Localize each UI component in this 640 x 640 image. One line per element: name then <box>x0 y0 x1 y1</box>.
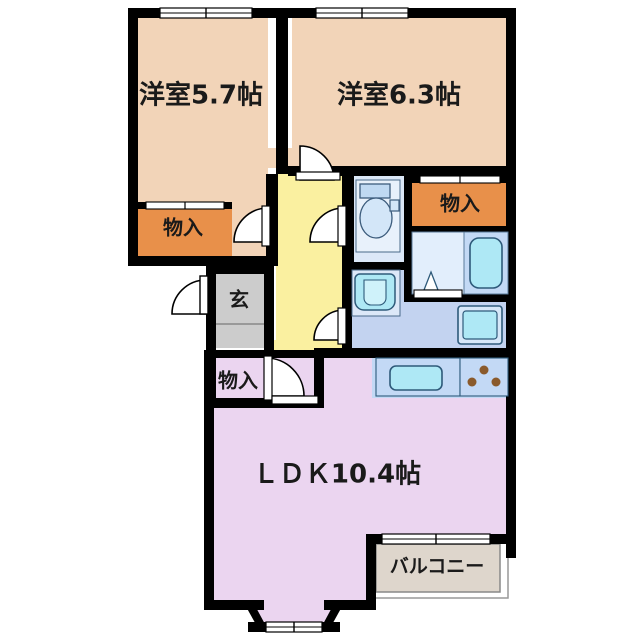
label-ldk: ＬＤＫ10.4帖 <box>253 460 421 490</box>
bathtub-fixture <box>411 231 509 299</box>
wall-ldk-top <box>206 350 322 358</box>
gas-stove-three-burner <box>459 357 509 397</box>
label-bedroom-left: 洋室5.7帖 <box>139 80 263 111</box>
wall-ldk-bottom-left <box>204 600 264 610</box>
bedroom-left-floor <box>136 16 268 208</box>
ldk-door[interactable] <box>271 395 319 405</box>
wall-corridor-left-stub <box>314 348 324 408</box>
wall-toilet-right <box>404 176 412 268</box>
wall-entrance-left <box>206 266 216 408</box>
bedroom-left-window-north <box>159 7 253 19</box>
wall-toilet-left <box>344 174 352 270</box>
toilet-door[interactable] <box>309 205 347 247</box>
wall-left-outer <box>128 8 138 266</box>
wall-right-bedroom-bottom <box>288 166 516 176</box>
wall-partition-bedrooms <box>276 8 288 174</box>
wall-right-outer <box>506 8 516 558</box>
bedroom-right-floor <box>292 16 508 168</box>
closet-right-fill <box>412 182 508 228</box>
fixtures <box>351 179 509 397</box>
label-closet-left: 物入 <box>163 216 203 240</box>
toilet-fixture <box>355 179 401 253</box>
bay-window-sash <box>265 621 323 633</box>
windows <box>145 7 501 633</box>
label-closet-right: 物入 <box>440 192 480 216</box>
entrance-door[interactable] <box>171 275 209 315</box>
wall-entrance-bottom <box>206 398 274 408</box>
bedroom-right-window-north <box>315 7 409 19</box>
label-entrance: 玄 <box>229 288 249 312</box>
washbasin-fixture <box>351 269 401 317</box>
wall-ldk-bottom-right <box>324 600 376 610</box>
wall-corridor-right-mid <box>342 266 352 356</box>
wall-closet-right-bottom <box>404 226 516 234</box>
label-closet-hall: 物入 <box>218 369 258 393</box>
label-bedroom-right: 洋室6.3帖 <box>337 80 461 111</box>
wall-washroom-bottom <box>342 348 516 358</box>
wall-bath-left <box>404 228 412 302</box>
kitchen-sink-fixture <box>375 357 461 397</box>
ldk-floor <box>212 356 508 608</box>
bay-window-sill-left <box>248 622 270 632</box>
closet-right-window <box>419 175 501 184</box>
washing-machine-pan <box>457 305 503 345</box>
label-balcony: バルコニー <box>390 556 485 578</box>
bedroom-right-door[interactable] <box>295 145 341 181</box>
room-labels: 洋室5.7帖 洋室6.3帖 ＬＤＫ10.4帖 物入 物入 物入 玄 バルコニー <box>139 80 484 578</box>
closet-left-fill <box>136 208 232 258</box>
wall-ldk-left <box>204 350 214 610</box>
wall-left-bedroom-bottom <box>128 256 276 266</box>
wall-entrance-top <box>206 266 274 274</box>
wall-corridor-right-lower <box>314 348 352 358</box>
entrance-floor <box>216 272 264 348</box>
wall-ldk-notch <box>366 534 376 610</box>
balcony-sliding-door[interactable] <box>381 533 491 545</box>
bedroom-left-door[interactable] <box>233 205 271 247</box>
wall-toilet-bottom <box>344 262 412 270</box>
wall-entrance-right <box>264 266 270 354</box>
bay-window-sill-right <box>318 622 340 632</box>
closet-left-window <box>145 201 225 210</box>
doors[interactable] <box>171 145 347 405</box>
washroom-door[interactable] <box>313 307 347 345</box>
